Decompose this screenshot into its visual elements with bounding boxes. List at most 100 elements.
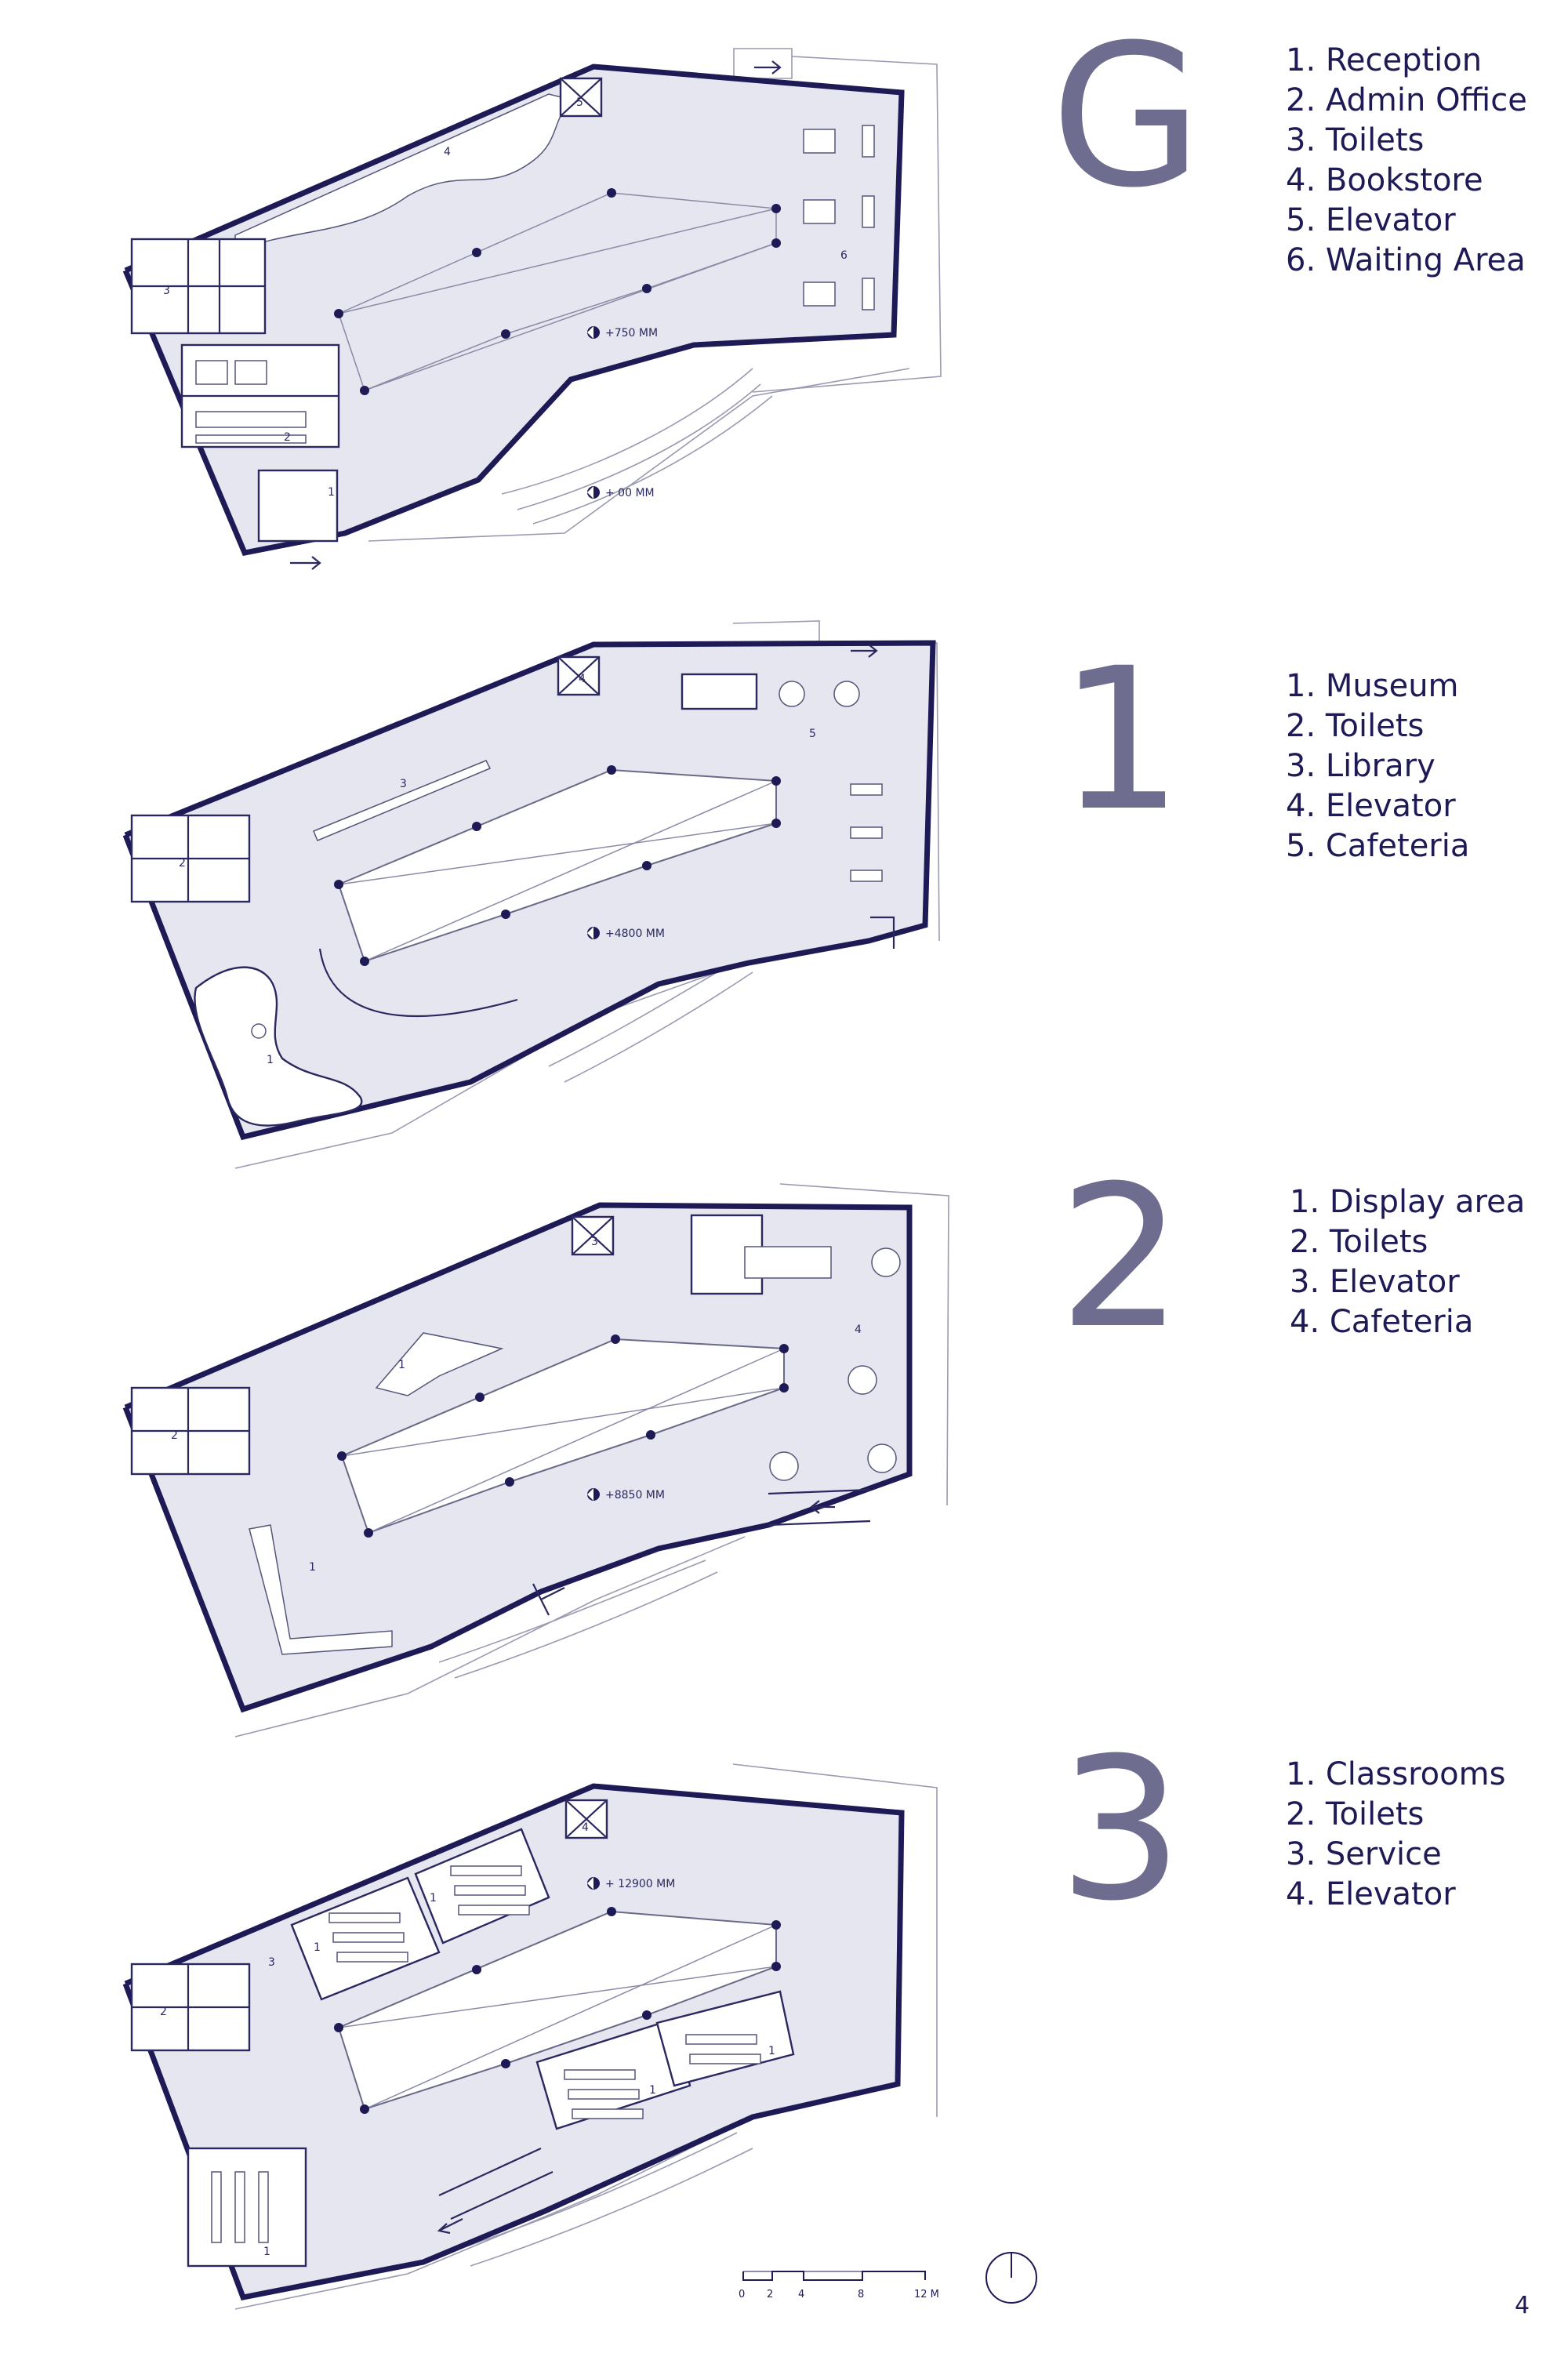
- office-tables: [195, 360, 307, 444]
- svg-text:+4800 MM: +4800 MM: [605, 928, 665, 940]
- context-outline: [234, 948, 785, 1169]
- cafeteria-tables: [779, 681, 883, 882]
- svg-text:4. Cafeteria: 4. Cafeteria: [1290, 1304, 1473, 1340]
- room-tag: 2: [171, 1429, 178, 1442]
- north-arrow-icon: [985, 2252, 1037, 2304]
- stairs: [437, 2148, 554, 2235]
- legend-ground: 1. Reception 2. Admin Office 3. Toilets …: [1286, 42, 1527, 278]
- svg-text:3. Service: 3. Service: [1286, 1836, 1442, 1872]
- entry-arrow: [290, 556, 321, 570]
- stair-arrow: [532, 1583, 565, 1616]
- room-tag: 3: [163, 285, 170, 297]
- stair-arrow: [851, 644, 878, 658]
- level-marker: +750 MM: [587, 326, 658, 340]
- level-marker: + 00 MM: [587, 486, 655, 499]
- svg-text:1. Museum: 1. Museum: [1286, 668, 1459, 704]
- svg-text:+8850 MM: +8850 MM: [605, 1489, 665, 1501]
- room-tag: 4: [579, 673, 586, 685]
- exterior-wall: [122, 1783, 905, 2301]
- room-tag: 3: [400, 778, 407, 790]
- ramp-lines: [438, 1560, 718, 1679]
- level-marker: + 12900 MM: [587, 1877, 675, 1890]
- stair-wall: [870, 916, 895, 949]
- svg-text:4. Elevator: 4. Elevator: [1286, 1876, 1456, 1912]
- atrium-void: [337, 768, 777, 963]
- exterior-wall: [122, 64, 905, 556]
- room-tag: 1: [398, 1359, 405, 1371]
- room-tag: 4: [855, 1324, 862, 1336]
- bookstore-shelving: [234, 93, 581, 252]
- svg-text:2. Admin Office: 2. Admin Office: [1286, 82, 1527, 118]
- cafe-counter: [681, 673, 758, 710]
- context-outline: [732, 1763, 938, 2117]
- room-tag: 1: [768, 2045, 775, 2057]
- svg-text:1. Classrooms: 1. Classrooms: [1286, 1756, 1505, 1792]
- svg-text:12 M: 12 M: [914, 2289, 939, 2300]
- ramp-lines: [454, 2132, 753, 2267]
- svg-text:2. Toilets: 2. Toilets: [1286, 708, 1424, 744]
- second-floor-plan: 1 1 2 3 4 +8850 MM: [122, 1183, 949, 1738]
- room-tag: 1: [309, 1561, 316, 1574]
- svg-text:2. Toilets: 2. Toilets: [1286, 1796, 1424, 1832]
- svg-text:2. Toilets: 2. Toilets: [1290, 1224, 1428, 1260]
- cafe-counter: [744, 1246, 832, 1279]
- waiting-area-tables: [803, 125, 875, 310]
- svg-text:3. Elevator: 3. Elevator: [1290, 1264, 1460, 1300]
- ramp-lines: [501, 368, 773, 525]
- svg-text:8: 8: [858, 2289, 864, 2300]
- structural-columns: [337, 1334, 789, 1538]
- room-tag: 1: [267, 1054, 274, 1066]
- svg-text:0: 0: [739, 2289, 745, 2300]
- floor-label-third: 3: [1058, 1716, 1183, 1944]
- structural-columns: [334, 188, 781, 395]
- exterior-wall: [122, 640, 936, 1141]
- svg-text:5. Cafeteria: 5. Cafeteria: [1286, 828, 1469, 864]
- room-tag: 1: [328, 486, 335, 499]
- structural-columns: [334, 1907, 781, 2114]
- room-tag: 3: [591, 1236, 598, 1248]
- context-outline: [779, 1183, 949, 1506]
- room-tag: 5: [576, 96, 583, 109]
- room-tag: 1: [314, 1941, 321, 1954]
- first-floor-plan: 1 2 3 4 5 +4800 MM: [122, 620, 940, 1169]
- museum-curve-wall: [318, 948, 518, 1018]
- scale-bar: 0 2 4 8 12 M: [739, 2271, 939, 2300]
- museum-exhibit: [194, 966, 363, 1127]
- legend-third: 1. Classrooms 2. Toilets 3. Service 4. E…: [1286, 1756, 1505, 1912]
- classroom: [187, 2147, 307, 2268]
- third-floor-plan: 1 1 1 1 1 2 3 4 + 12900 MM: [122, 1763, 938, 2310]
- structural-columns: [334, 765, 781, 966]
- exterior-wall: [122, 1202, 913, 1713]
- room-tag: 2: [160, 2006, 167, 2018]
- svg-text:5. Elevator: 5. Elevator: [1286, 202, 1456, 238]
- svg-text:6. Waiting Area: 6. Waiting Area: [1286, 242, 1526, 278]
- room-tag: 2: [179, 857, 186, 870]
- stairs: [768, 1488, 871, 1527]
- cafeteria-tables: [769, 1247, 901, 1481]
- context-outline: [234, 1536, 746, 1738]
- svg-text:+ 00 MM: + 00 MM: [605, 487, 655, 499]
- legend-second: 1. Display area 2. Toilets 3. Elevator 4…: [1290, 1184, 1525, 1340]
- room-tag: 6: [840, 249, 848, 262]
- room-tag: 2: [284, 431, 291, 444]
- floor-label-first: 1: [1058, 626, 1183, 854]
- exhibit-plinth: [251, 1023, 267, 1039]
- context-outline: [368, 368, 910, 542]
- page-number: 4: [1515, 2292, 1530, 2319]
- display-wall: [249, 1524, 393, 1655]
- svg-text:3. Toilets: 3. Toilets: [1286, 122, 1424, 158]
- room-tag: 5: [809, 728, 816, 740]
- svg-text:4. Elevator: 4. Elevator: [1286, 788, 1456, 824]
- svg-text:4: 4: [798, 2289, 804, 2300]
- stair-arrow: [754, 60, 782, 74]
- atrium-void: [337, 1910, 777, 2111]
- room-tag: 4: [582, 1821, 589, 1834]
- svg-text:1. Reception: 1. Reception: [1286, 42, 1482, 78]
- room-tag: 1: [430, 1892, 437, 1905]
- floor-label-second: 2: [1058, 1143, 1183, 1371]
- context-outline: [752, 56, 942, 393]
- library-shelf: [313, 760, 492, 841]
- atrium-void: [340, 1338, 785, 1534]
- svg-text:3. Library: 3. Library: [1286, 748, 1436, 784]
